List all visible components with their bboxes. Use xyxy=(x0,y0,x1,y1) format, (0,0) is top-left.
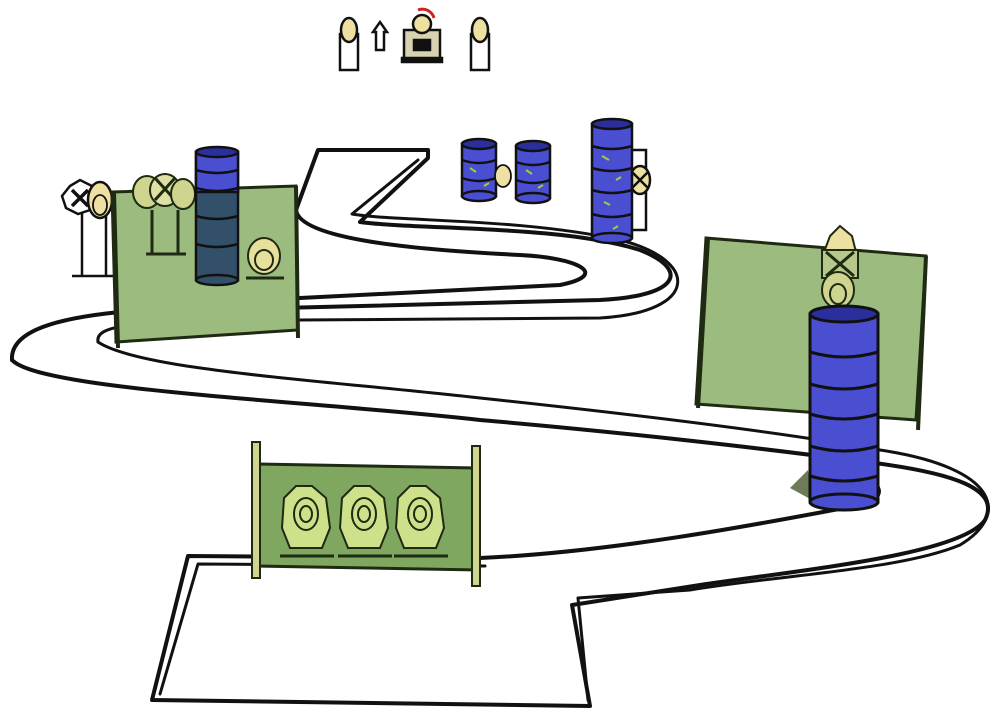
center-barrel-pair xyxy=(460,137,552,205)
left-barrel-stack xyxy=(194,145,240,287)
tall-barrel-stack-center xyxy=(590,117,652,245)
tall-barrel-stack-right xyxy=(790,304,880,512)
stand-targets-top xyxy=(338,7,491,72)
barrel-b xyxy=(514,139,552,205)
front-target-2 xyxy=(338,485,392,558)
no-shoot-target-left xyxy=(60,178,116,278)
post-target-2 xyxy=(469,16,491,72)
left-wall-targets xyxy=(132,173,284,280)
right-wall-targets xyxy=(821,224,859,309)
post-target-1 xyxy=(338,16,360,72)
left-barricade xyxy=(60,145,300,349)
front-barricade-with-three-targets xyxy=(251,441,481,587)
small-target-between xyxy=(494,164,512,188)
spinner-target xyxy=(400,7,444,64)
barrel-a xyxy=(460,137,498,203)
front-target-1 xyxy=(280,485,334,558)
front-target-3 xyxy=(394,485,448,558)
arrow-marker xyxy=(370,19,390,52)
